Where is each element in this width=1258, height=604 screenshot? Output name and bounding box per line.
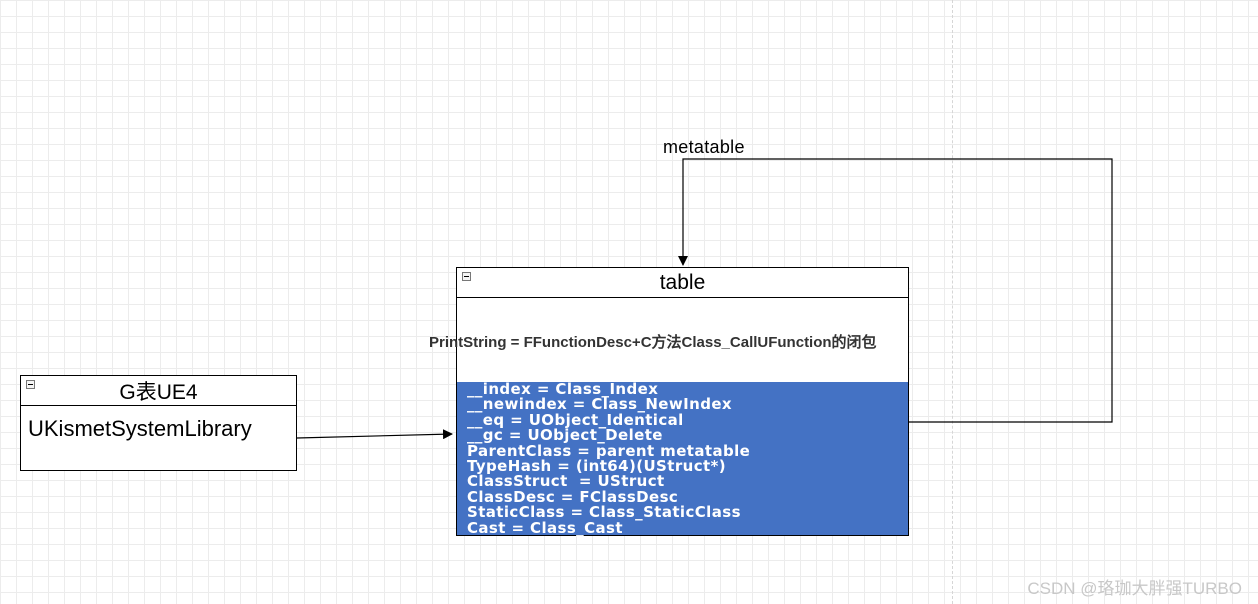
watermark: CSDN @珞珈大胖强TURBO [1027,579,1242,598]
table-container[interactable]: table PrintString = FFunctionDesc+C方法Cla… [429,267,909,537]
table-field-row: ParentClass = parent metatable [467,441,751,460]
table-field-row: TypeHash = (int64)(UStruct*) [467,457,727,476]
g-table-entry: UKismetSystemLibrary [28,416,252,441]
table-field-row: Cast = Class_Cast [467,518,623,537]
g-table-container[interactable]: G表UE4 UKismetSystemLibrary [20,375,297,471]
page-boundary-divider [952,0,953,604]
collapse-icon[interactable] [26,380,35,389]
table-field-row: __eq = UObject_Identical [467,410,684,429]
collapse-icon[interactable] [462,272,471,281]
metatable-label: metatable [663,137,745,157]
table-field-row: __index = Class_Index [467,380,659,398]
table-field-row: ClassDesc = FClassDesc [467,487,679,506]
g-to-table-arrow [296,429,453,440]
g-table-title: G表UE4 [21,376,296,406]
table-field-row: ClassStruct = UStruct [467,472,665,491]
metatable-fields-list: __index = Class_Index__newindex = Class_… [457,380,908,537]
table-field-row: __gc = UObject_Delete [467,426,663,445]
printstring-entry: PrintString = FFunctionDesc+C方法Class_Cal… [429,334,877,351]
table-title: table [457,268,908,298]
table-field-row: StaticClass = Class_StaticClass [467,503,741,522]
